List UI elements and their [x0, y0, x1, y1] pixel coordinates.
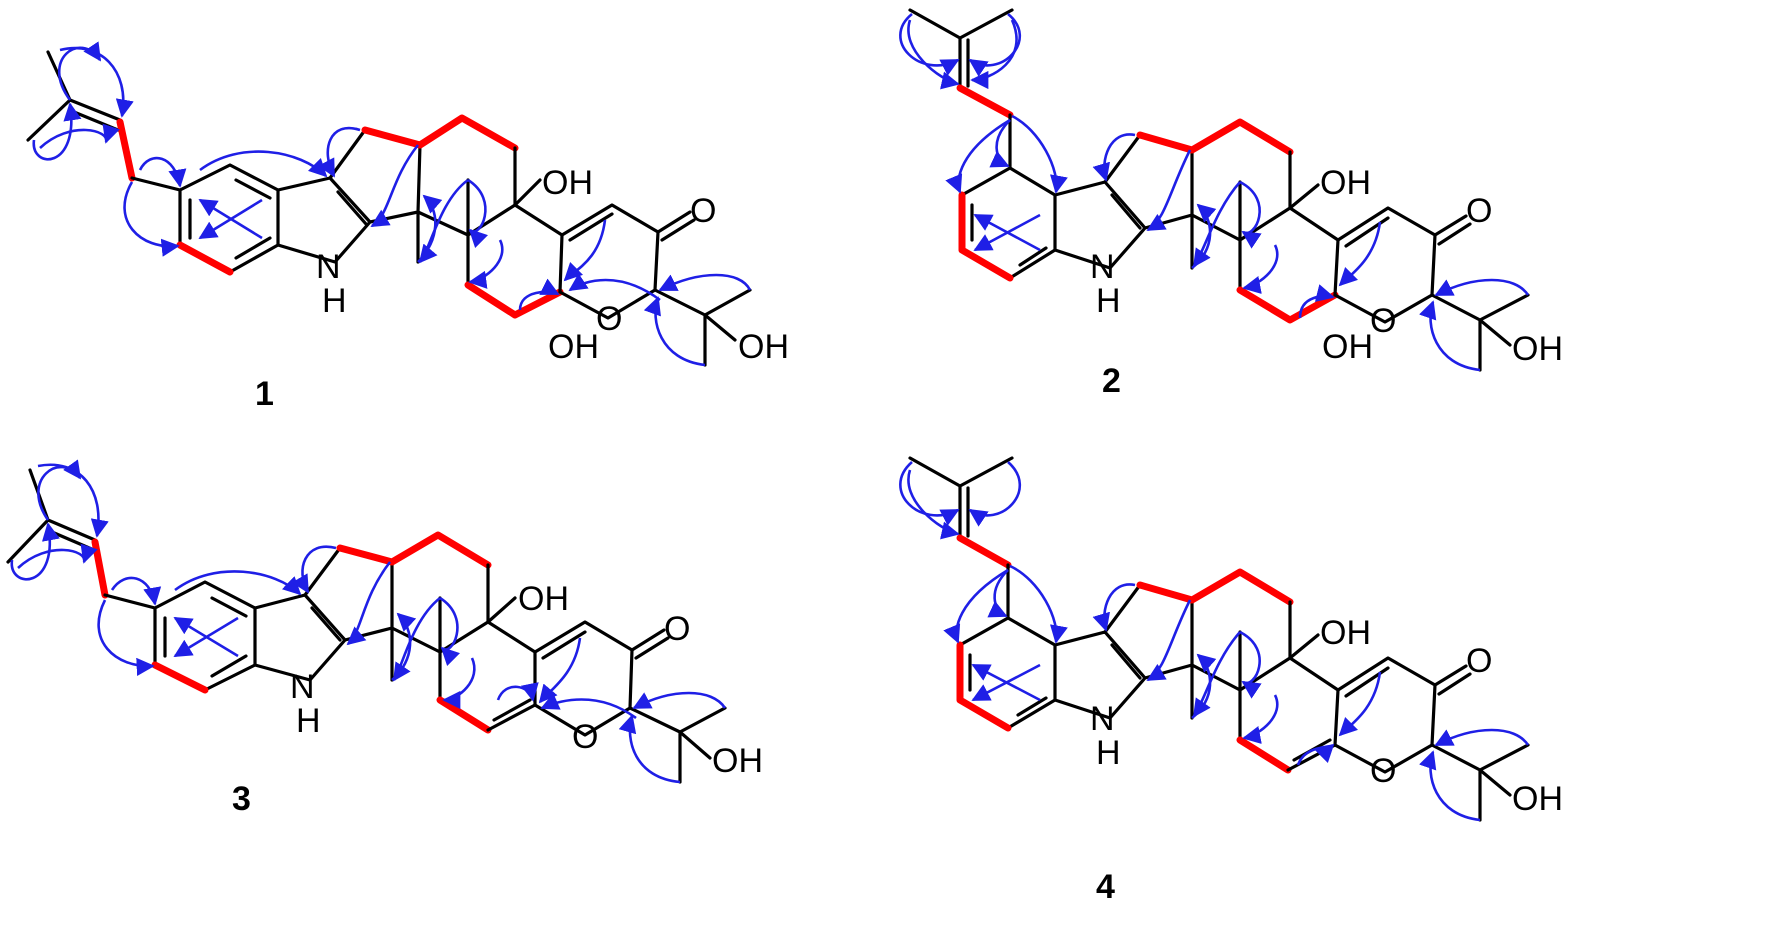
- ketone-o-label: O: [1466, 642, 1492, 680]
- structure-4: OH O N H O OH 4: [899, 456, 1563, 906]
- nh-n-label: N: [1090, 700, 1115, 738]
- nh-n-label: N: [316, 248, 341, 286]
- ring-o-label: O: [596, 300, 622, 338]
- ketone-o-label: O: [690, 192, 716, 230]
- oh-side-label: OH: [738, 328, 789, 366]
- nh-h-label: H: [1096, 734, 1121, 772]
- ring-o-label: O: [1370, 752, 1396, 790]
- nh-n-label: N: [1090, 248, 1115, 286]
- oh-bottom-label: OH: [548, 328, 599, 366]
- oh-side-label: OH: [1512, 330, 1563, 368]
- compound-label-3: 3: [232, 780, 251, 818]
- nh-n-label: N: [290, 668, 315, 706]
- oh-top-label: OH: [1320, 164, 1371, 202]
- oh-top-label: OH: [542, 164, 593, 202]
- ketone-o-label: O: [664, 610, 690, 648]
- oh-side-label: OH: [1512, 780, 1563, 818]
- compound-label-4: 4: [1096, 868, 1115, 906]
- oh-bottom-label: OH: [1322, 328, 1373, 366]
- ring-o-label: O: [572, 718, 598, 756]
- oh-top-label: OH: [518, 580, 569, 618]
- oh-top-label: OH: [1320, 614, 1371, 652]
- compound-label-1: 1: [255, 375, 274, 413]
- nh-h-label: H: [322, 282, 347, 320]
- compound-label-2: 2: [1102, 362, 1121, 400]
- nh-h-label: H: [296, 702, 321, 740]
- ketone-o-label: O: [1466, 192, 1492, 230]
- ring-o-label: O: [1370, 302, 1396, 340]
- oh-side-label: OH: [712, 742, 763, 780]
- nh-h-label: H: [1096, 282, 1121, 320]
- structure-3: OH O N H O OH 3: [6, 459, 763, 818]
- structure-2: OH O N H O OH OH 2: [899, 8, 1563, 400]
- structure-1: OH O N H O OH OH 1: [26, 41, 789, 413]
